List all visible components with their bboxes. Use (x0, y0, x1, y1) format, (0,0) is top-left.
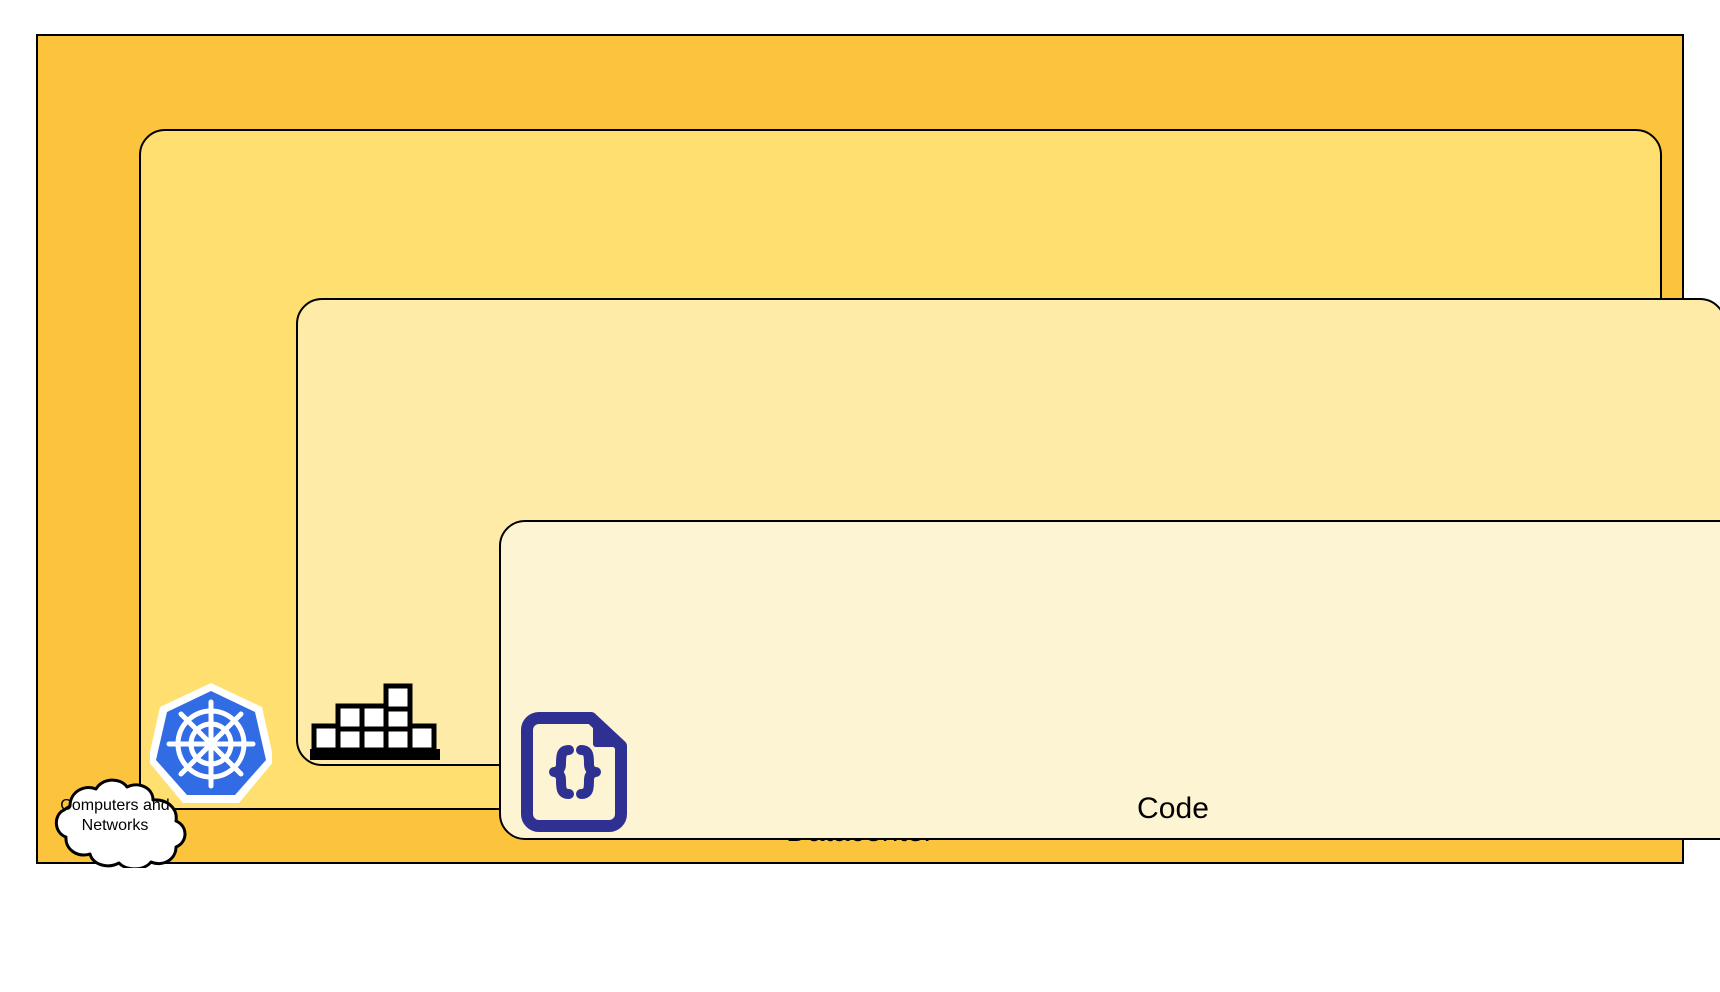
layer-code[interactable]: Code (499, 520, 1720, 840)
layer-container[interactable]: Container (296, 298, 1720, 840)
computers-and-networks-callout[interactable]: Computers and Networks (36, 776, 194, 868)
layer-cluster[interactable]: Cluster (139, 129, 1720, 840)
container-stack-icon (310, 683, 440, 761)
layer-datacenter[interactable]: Cloud/Co-Lo/Corporate Datacenter Cluster (36, 34, 1720, 864)
layer-code-label: Code (1136, 792, 1210, 826)
kubernetes-icon (148, 681, 274, 805)
code-document-icon (521, 712, 627, 832)
